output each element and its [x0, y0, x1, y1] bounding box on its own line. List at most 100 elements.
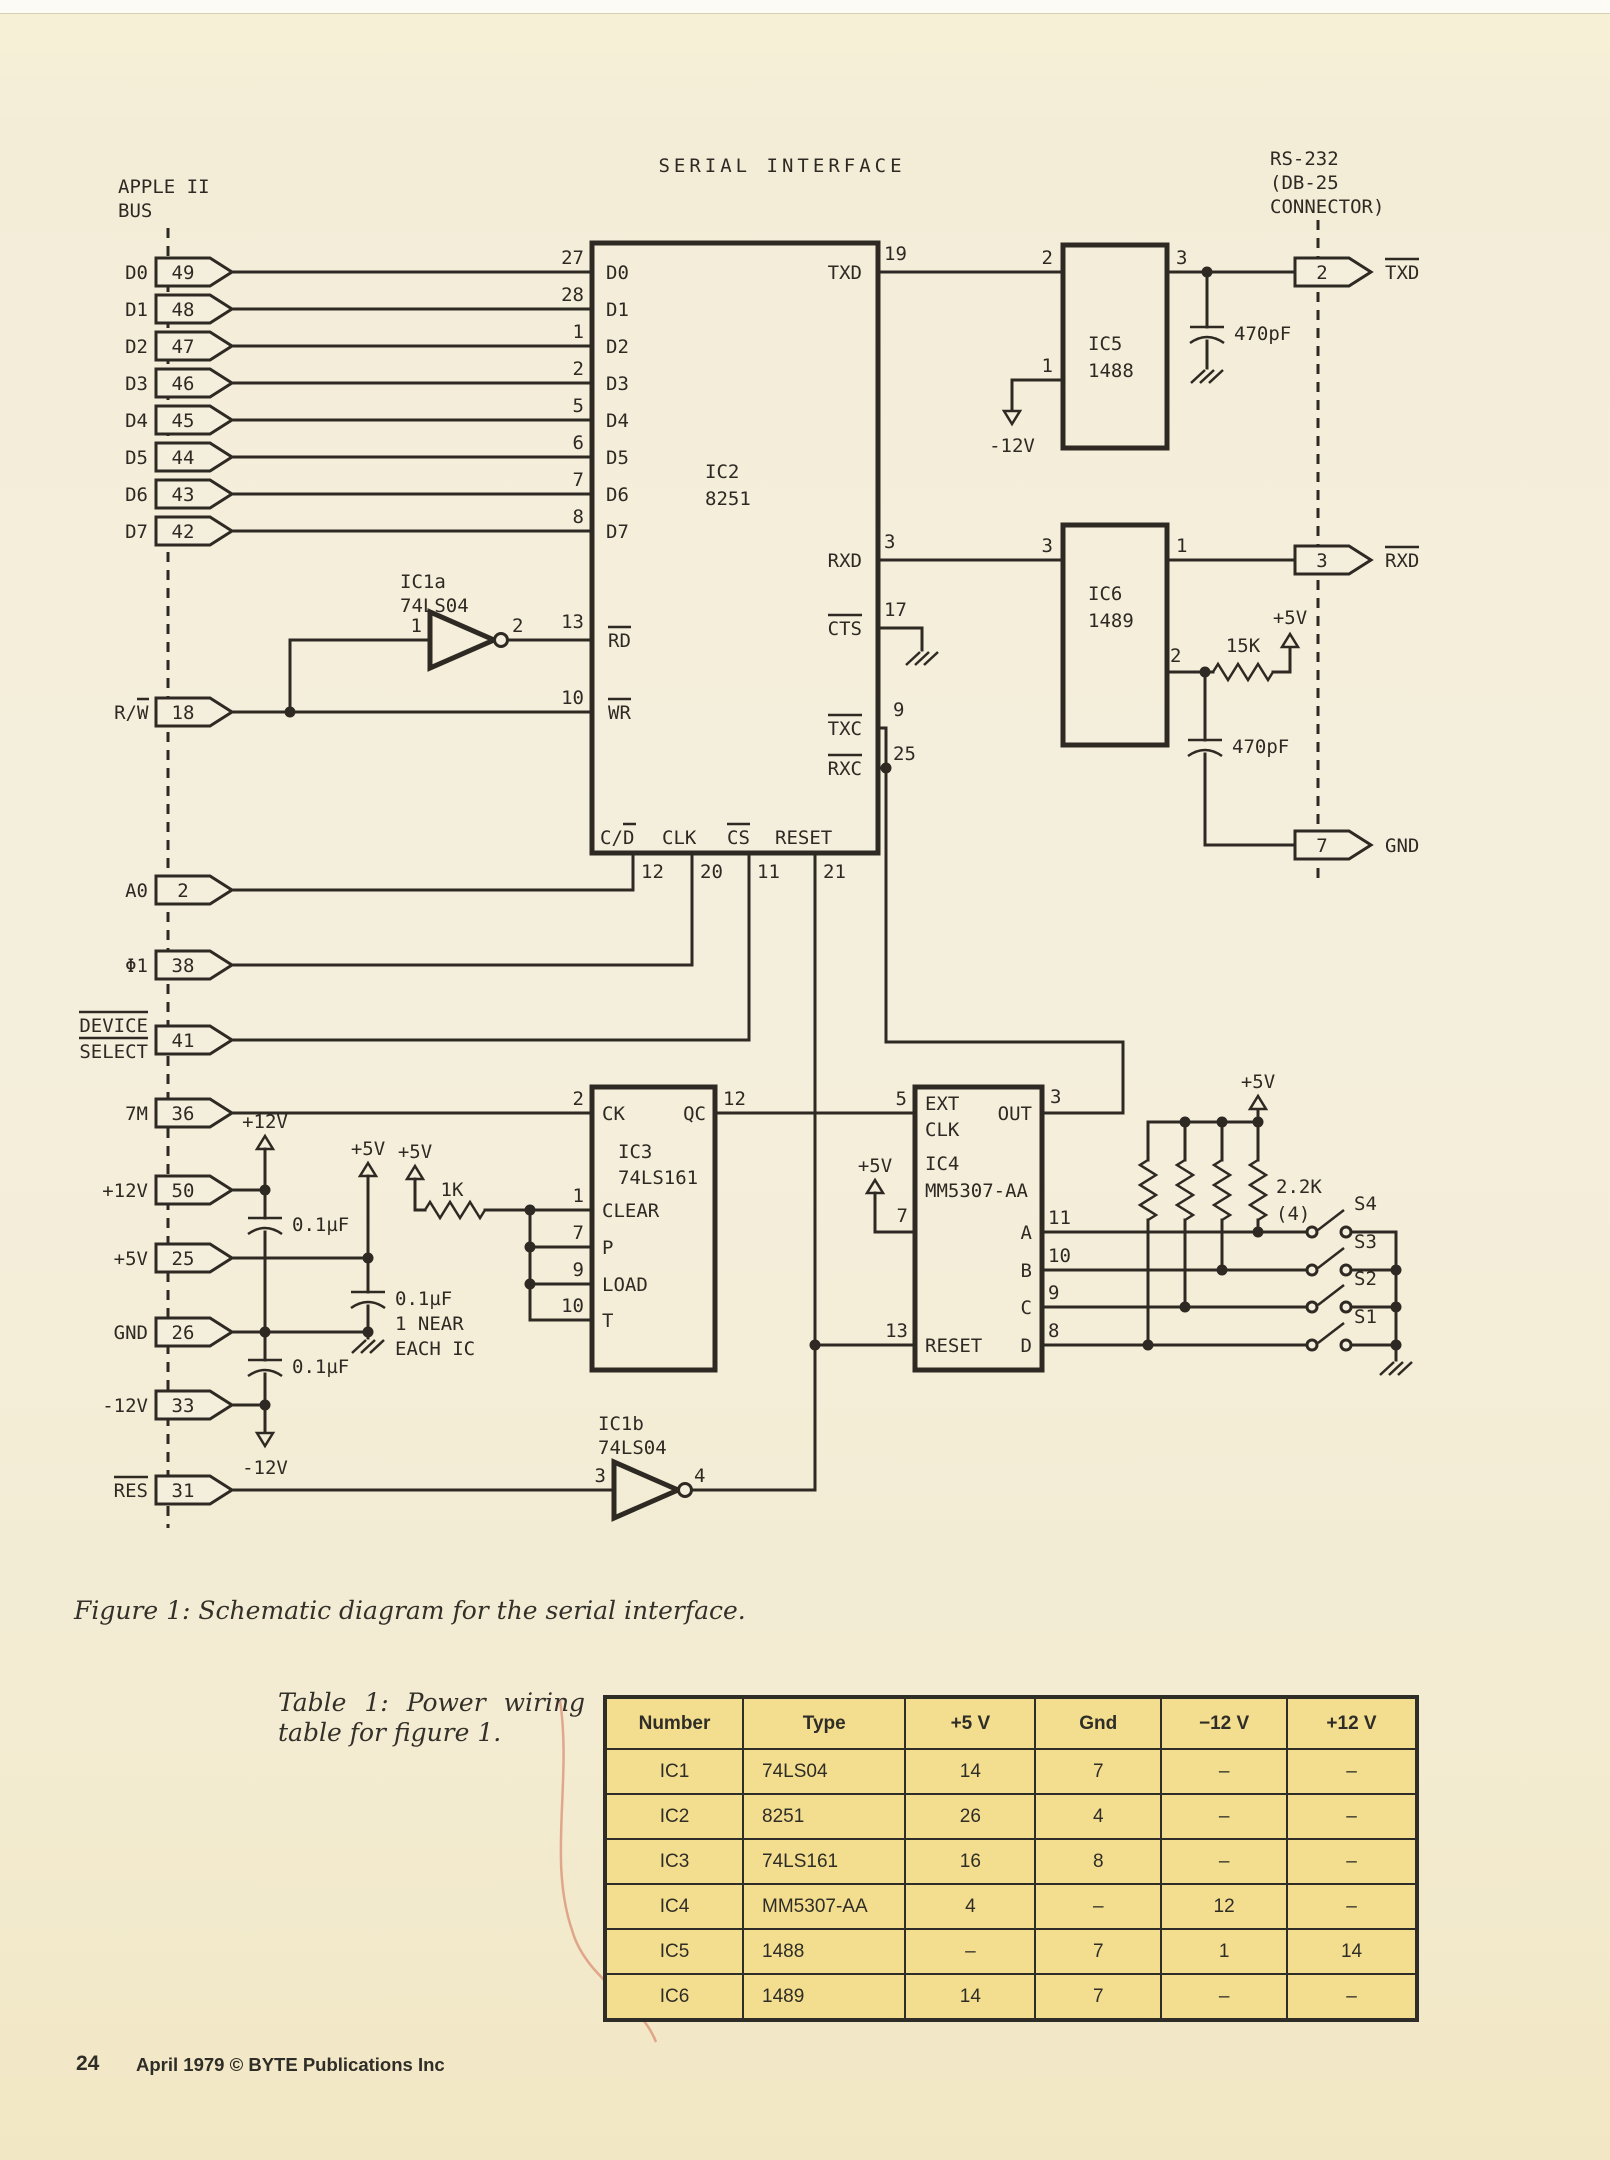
svg-text:CLK: CLK — [662, 827, 697, 849]
svg-text:31: 31 — [172, 1480, 195, 1502]
col-header-type: Type — [742, 1696, 907, 1750]
svg-text:38: 38 — [172, 955, 195, 977]
svg-text:-12V: -12V — [242, 1457, 288, 1479]
arrow-down-icon — [1002, 409, 1022, 426]
svg-text:12: 12 — [641, 861, 664, 883]
svg-text:46: 46 — [172, 373, 195, 395]
svg-text:18: 18 — [172, 702, 195, 724]
svg-text:S4: S4 — [1354, 1193, 1377, 1215]
svg-text:+5V: +5V — [114, 1248, 148, 1270]
cell: – — [1286, 1748, 1418, 1795]
svg-text:45: 45 — [172, 410, 195, 432]
svg-text:25: 25 — [893, 743, 916, 765]
schematic-title: SERIAL INTERFACE — [658, 155, 905, 177]
cell: IC2 — [603, 1793, 745, 1840]
db25-connector-gnd: 7 GND — [1293, 829, 1419, 861]
svg-text:3: 3 — [884, 531, 895, 553]
ic2-bottom-wires: 12 20 11 21 — [230, 851, 846, 1492]
svg-text:W: W — [137, 702, 149, 724]
svg-text:27: 27 — [561, 247, 584, 269]
svg-text:D6: D6 — [606, 484, 629, 506]
svg-text:B: B — [1021, 1260, 1032, 1282]
cell: IC6 — [603, 1973, 745, 2021]
svg-text:2: 2 — [512, 615, 523, 637]
svg-text:2: 2 — [1042, 247, 1053, 269]
svg-text:74LS04: 74LS04 — [598, 1437, 667, 1459]
cell: 1489 — [742, 1973, 907, 2021]
arrow-up-icon — [255, 1134, 275, 1151]
svg-text:C/: C/ — [600, 827, 623, 849]
ic3-control-pins: 1 7 9 10 — [524, 1185, 594, 1322]
cell: 12 — [1160, 1883, 1289, 1930]
svg-text:D3: D3 — [125, 373, 148, 395]
svg-text:1: 1 — [411, 615, 422, 637]
svg-text:1 NEAR: 1 NEAR — [395, 1313, 464, 1335]
svg-text:7: 7 — [897, 1205, 908, 1227]
power-rail-12v: +12V 0.1µF 0.1µF -12V — [230, 1111, 349, 1479]
svg-text:RES: RES — [114, 1480, 148, 1502]
svg-text:D7: D7 — [125, 521, 148, 543]
rs232-heading: RS-232 (DB-25 CONNECTOR) — [1270, 148, 1384, 218]
ground-icon — [1189, 368, 1225, 385]
apple-bus-heading: APPLE II BUS — [118, 176, 210, 222]
cell: 7 — [1034, 1973, 1163, 2021]
svg-text:QC: QC — [683, 1103, 706, 1125]
svg-text:26: 26 — [172, 1322, 195, 1344]
svg-text:TXD: TXD — [828, 262, 862, 284]
svg-text:Φ1: Φ1 — [125, 955, 148, 977]
svg-text:D: D — [623, 827, 634, 849]
svg-text:8: 8 — [573, 506, 584, 528]
svg-text:0.1µF: 0.1µF — [292, 1214, 349, 1236]
svg-text:1488: 1488 — [1088, 360, 1134, 382]
svg-text:IC5: IC5 — [1088, 333, 1122, 355]
bus-heading-line1: APPLE II — [118, 176, 210, 198]
svg-text:R/: R/ — [114, 702, 137, 724]
ic1a-inverter: IC1a 74LS04 1 2 — [400, 571, 523, 672]
svg-text:48: 48 — [172, 299, 195, 321]
svg-text:4: 4 — [694, 1465, 705, 1487]
svg-text:RXC: RXC — [828, 758, 862, 780]
bus-connector-rw: R/ W 18 — [114, 696, 234, 728]
svg-text:RESET: RESET — [775, 827, 832, 849]
svg-text:+5V: +5V — [398, 1141, 432, 1163]
svg-text:19: 19 — [884, 243, 907, 265]
col-header-gnd: Gnd — [1034, 1696, 1163, 1750]
cell: 1488 — [742, 1928, 907, 1975]
inverter-bubble — [677, 1482, 693, 1498]
col-header-p12v: +12 V — [1286, 1696, 1418, 1750]
cell: 4 — [904, 1883, 1037, 1930]
svg-text:9: 9 — [893, 699, 904, 721]
svg-text:IC1b: IC1b — [598, 1413, 644, 1435]
table-caption-line2: table for figure 1. — [278, 1718, 502, 1747]
svg-text:6: 6 — [573, 432, 584, 454]
cell: IC3 — [603, 1838, 745, 1885]
rs232-gnd-wire — [1203, 752, 1297, 847]
svg-text:1: 1 — [573, 1185, 584, 1207]
svg-text:+5V: +5V — [1241, 1071, 1275, 1093]
arrow-up-icon — [358, 1161, 378, 1178]
arrow-up-icon — [1280, 632, 1300, 649]
switch-s3: S3 — [1305, 1231, 1398, 1277]
svg-text:11: 11 — [757, 861, 780, 883]
svg-text:+5V: +5V — [858, 1155, 892, 1177]
svg-text:TXD: TXD — [1385, 262, 1419, 284]
ground-icon — [350, 1338, 386, 1355]
svg-text:470pF: 470pF — [1232, 736, 1289, 758]
svg-text:D3: D3 — [606, 373, 629, 395]
svg-text:41: 41 — [172, 1030, 195, 1052]
svg-text:0.1µF: 0.1µF — [292, 1356, 349, 1378]
cell: 1 — [1160, 1928, 1289, 1975]
svg-text:SELECT: SELECT — [79, 1041, 148, 1063]
svg-text:CK: CK — [602, 1103, 625, 1125]
svg-text:12: 12 — [723, 1088, 746, 1110]
cell: 8251 — [742, 1793, 907, 1840]
cell: – — [1286, 1883, 1418, 1930]
svg-text:2: 2 — [1170, 645, 1181, 667]
